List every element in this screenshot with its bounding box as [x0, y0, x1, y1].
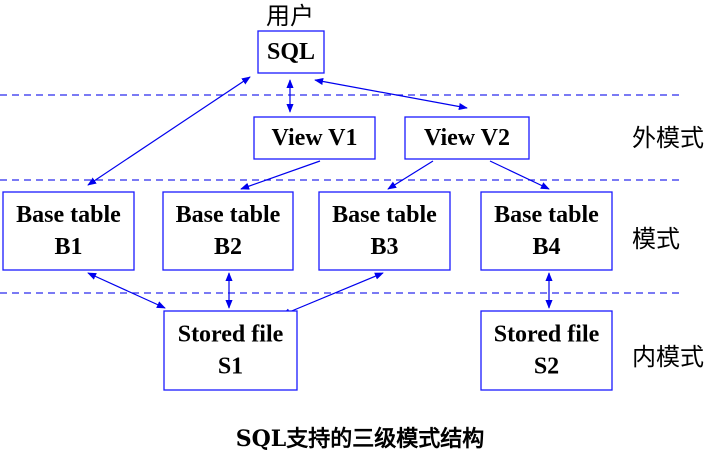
node-s1-label-2: S1	[218, 354, 243, 380]
node-s2-box	[480, 310, 613, 391]
node-s2-label-1: Stored file	[494, 322, 600, 348]
edge-b1-s1	[87, 272, 166, 309]
node-sql-box	[257, 30, 325, 74]
node-sql-label-1: SQL	[267, 39, 315, 65]
level-label-internal: 内模式	[632, 343, 704, 371]
node-b1-label-2: B1	[54, 234, 82, 260]
node-view1: View V1	[253, 116, 376, 160]
edge-sql-b1	[87, 76, 251, 186]
node-b3-label-2: B3	[370, 234, 398, 260]
level-label-external: 外模式	[632, 124, 704, 152]
node-view2-box	[404, 116, 530, 160]
edge-b3-s1	[281, 272, 384, 316]
node-s1-label-1: Stored file	[178, 322, 284, 348]
node-view2-label-1: View V2	[424, 125, 510, 151]
node-b3-box	[318, 191, 451, 271]
node-b3-label-1: Base table	[332, 202, 437, 228]
edge-sql-view2	[314, 77, 468, 111]
edges	[87, 76, 553, 316]
node-b1-label-1: Base table	[16, 202, 121, 228]
diagram-caption: SQL支持的三级模式结构	[236, 426, 485, 452]
node-s2-label-2: S2	[534, 354, 559, 380]
node-b4-label-1: Base table	[494, 202, 599, 228]
node-b1-box	[2, 191, 135, 271]
node-sql: SQL	[257, 30, 325, 74]
node-b2-label-1: Base table	[176, 202, 281, 228]
edge-view2-b4	[489, 160, 550, 190]
user-label: 用户	[266, 2, 314, 30]
node-s1-box	[163, 310, 298, 391]
edge-view1-b2	[240, 160, 321, 190]
node-b2-box	[162, 191, 294, 271]
node-view2: View V2	[404, 116, 530, 160]
edge-view2-b3	[387, 160, 434, 190]
node-b2-label-2: B2	[214, 234, 242, 260]
node-view1-label-1: View V1	[272, 125, 358, 151]
node-view1-box	[253, 116, 376, 160]
node-b4-box	[480, 191, 613, 271]
node-b4-label-2: B4	[532, 234, 560, 260]
level-label-conceptual: 模式	[632, 225, 680, 253]
